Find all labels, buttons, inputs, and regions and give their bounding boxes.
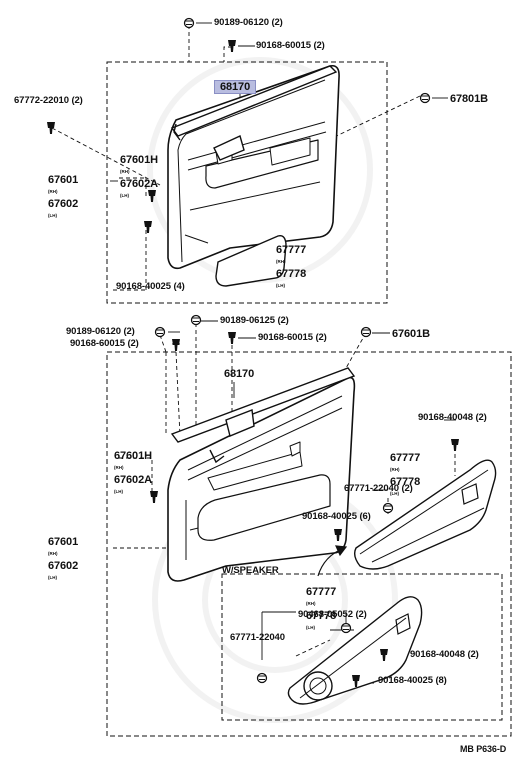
label-t8b-sub: (LH): [276, 283, 285, 288]
label-b1: 90189-06120 (2): [66, 326, 135, 337]
label-t6a-sub: (RH): [120, 169, 130, 174]
bottom-screw-icon-1: [172, 339, 180, 351]
label-b10: 67771-22040 (2): [344, 483, 413, 494]
bottom-door-trim-panel: [167, 376, 356, 582]
label-b9a: 67777: [390, 452, 421, 464]
speaker-clip-icon: [256, 672, 268, 684]
label-t2: 90168-60015 (2): [256, 40, 325, 51]
label-t8a-sub: (RH): [276, 259, 286, 264]
top-upper-garnish: [170, 65, 338, 161]
label-b11a-sub: (RH): [48, 551, 58, 556]
label-t3-text: 68170: [214, 80, 257, 94]
top-left-screw-icon: [47, 122, 55, 134]
label-s1b: 67778: [306, 610, 337, 622]
label-b11b: 67602: [48, 560, 79, 572]
armrest-clip-icon: [382, 502, 394, 514]
top-pocket: [215, 234, 287, 287]
label-t7: 67601 (RH) 67602 (LH): [48, 174, 78, 222]
label-s1a-sub: (RH): [306, 601, 316, 606]
label-s3: 67771-22040: [230, 632, 285, 643]
label-t7a: 67601: [48, 174, 79, 186]
label-t8: 67777 (RH) 67778 (LH): [276, 244, 306, 292]
bottom-clip-icon-2: [190, 314, 202, 326]
top-leader-lines: [51, 25, 421, 291]
diagram-code: MB P636-D: [460, 744, 507, 754]
label-t7a-sub: (RH): [48, 189, 58, 194]
bottom-right-clip-icon: [360, 326, 372, 338]
label-b12: 90168-40025 (6): [302, 511, 371, 522]
label-t1: 90189-06120 (2): [214, 17, 283, 28]
label-b9: 67777 (RH) 67778 (LH): [390, 452, 420, 500]
label-b9a-sub: (RH): [390, 467, 400, 472]
top-lower-screw-icon: [144, 221, 152, 233]
top-screw-icon: [228, 40, 236, 52]
label-t9: 90168-40025 (4): [116, 281, 185, 292]
label-b9b-sub: (LH): [390, 491, 399, 496]
top-right-clip-icon: [419, 92, 431, 104]
label-s5: 90168-40025 (8): [378, 675, 447, 686]
label-s1: 67777 (RH) 67778 (LH): [306, 586, 336, 634]
label-t6b: 67602A: [120, 178, 158, 190]
label-b8: 90168-40048 (2): [418, 412, 487, 423]
bottom-armrest: [353, 459, 497, 570]
label-b7: 67601H (RH) 67602A (LH): [114, 450, 152, 498]
label-b6: 68170: [224, 368, 255, 380]
label-b11a: 67601: [48, 536, 79, 548]
bottom-screw-icon-2: [228, 332, 236, 344]
label-t7b-sub: (LH): [48, 213, 57, 218]
label-t8b: 67778: [276, 268, 307, 280]
label-t6: 67601H (RH) 67602A (LH): [120, 154, 158, 202]
label-b4: 90168-60015 (2): [258, 332, 327, 343]
label-b7a-sub: (RH): [114, 465, 124, 470]
label-t3: 68170: [214, 80, 257, 94]
label-b7a: 67601H: [114, 450, 152, 462]
label-b7b: 67602A: [114, 474, 152, 486]
label-t8a: 67777: [276, 244, 307, 256]
label-t6b-sub: (LH): [120, 193, 129, 198]
label-b3: 90189-06125 (2): [220, 315, 289, 326]
label-b9b: 67778: [390, 476, 421, 488]
speaker-nut-icon: [340, 622, 352, 634]
bottom-upper-garnish: [170, 367, 356, 464]
label-s1a: 67777: [306, 586, 337, 598]
label-t7b: 67602: [48, 198, 79, 210]
speaker-arrow-icon: [317, 545, 348, 577]
label-b7b-sub: (LH): [114, 489, 123, 494]
speaker-title: W/SPEAKER: [222, 565, 279, 576]
armrest-screw-icon: [451, 439, 459, 451]
label-t6a: 67601H: [120, 154, 158, 166]
label-b2: 90168-60015 (2): [70, 338, 139, 349]
bottom-assembly-frame: [106, 351, 512, 737]
label-b11b-sub: (LH): [48, 575, 57, 580]
top-clip-icon: [183, 17, 195, 29]
bottom-clip-icon-1: [154, 326, 166, 338]
label-s1b-sub: (LH): [306, 625, 315, 630]
label-s4: 90168-40048 (2): [410, 649, 479, 660]
label-t5: 67801B: [450, 93, 488, 105]
label-b11: 67601 (RH) 67602 (LH): [48, 536, 78, 584]
top-assembly-frame: [106, 61, 388, 304]
label-s2: 90468-05052 (2): [298, 609, 367, 620]
label-b5: 67601B: [392, 328, 430, 340]
speaker-armrest: [287, 596, 423, 705]
label-t4: 67772-22010 (2): [14, 95, 83, 106]
